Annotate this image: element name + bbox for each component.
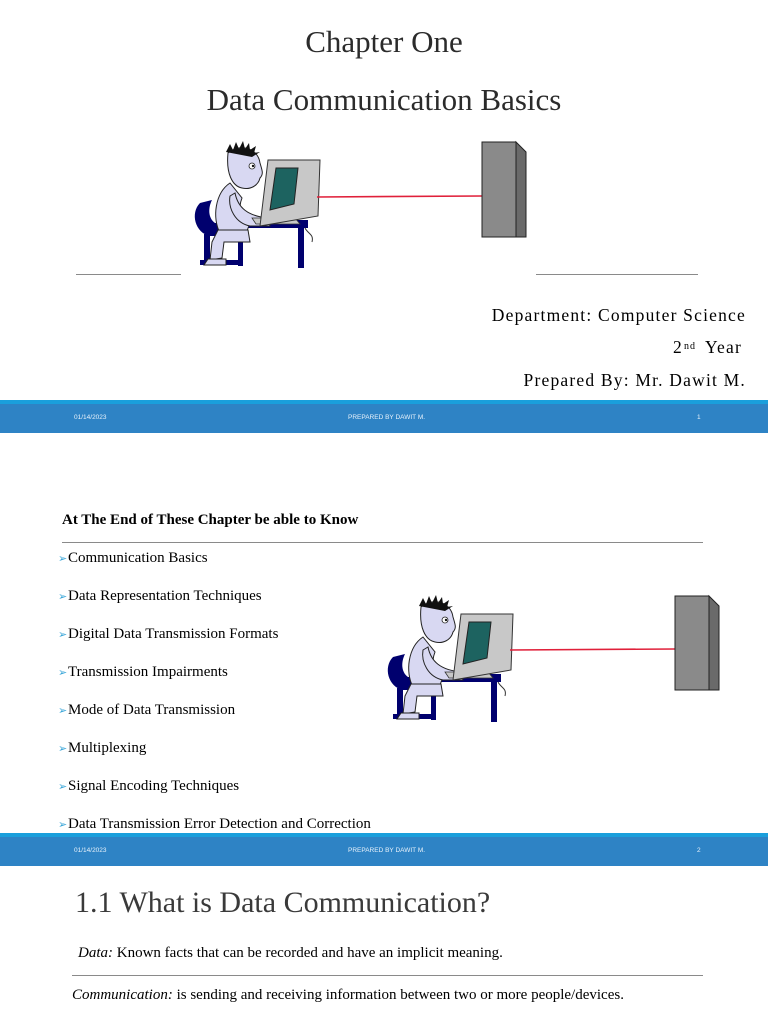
computer-user-illustration <box>194 140 527 268</box>
arrow-bullet-icon: ➢ <box>58 667 68 679</box>
communication-definition: Communication: is sending and receiving … <box>72 987 624 1003</box>
server-icon <box>674 595 710 691</box>
chapter-title: Chapter One <box>305 24 463 59</box>
server-icon <box>481 141 517 238</box>
arrow-bullet-icon: ➢ <box>58 743 68 755</box>
divider <box>536 274 698 275</box>
chapter-subtitle: Data Communication Basics <box>206 82 562 117</box>
arrow-bullet-icon: ➢ <box>58 629 68 641</box>
year-label: 2nd Year <box>673 337 742 357</box>
list-item: ➢Digital Data Transmission Formats <box>58 624 371 662</box>
divider <box>76 274 181 275</box>
list-item: ➢Transmission Impairments <box>58 662 371 700</box>
slide-footer: 01/14/2023 PREPARED BY DAWIT M. 2 <box>0 833 768 866</box>
section-title: 1.1 What is Data Communication? <box>75 886 491 919</box>
prepared-by-label: Prepared By: Mr. Dawit M. <box>523 370 746 390</box>
arrow-bullet-icon: ➢ <box>58 591 68 603</box>
divider <box>62 542 703 543</box>
slide-footer: 01/14/2023 PREPARED BY DAWIT M. 1 <box>0 400 768 433</box>
list-item: ➢Data Transmission Error Detection and C… <box>58 814 371 852</box>
computer-user-illustration <box>387 594 720 722</box>
arrow-bullet-icon: ➢ <box>58 705 68 717</box>
connection-line <box>509 648 676 651</box>
footer-date: 01/14/2023 <box>74 847 107 854</box>
objectives-list: ➢Communication Basics ➢Data Representati… <box>58 548 371 852</box>
list-item: ➢Signal Encoding Techniques <box>58 776 371 814</box>
list-item: ➢Data Representation Techniques <box>58 586 371 624</box>
list-item: ➢Multiplexing <box>58 738 371 776</box>
arrow-bullet-icon: ➢ <box>58 819 68 831</box>
footer-author: PREPARED BY DAWIT M. <box>348 847 426 854</box>
department-label: Department: Computer Science <box>491 305 746 325</box>
list-item: ➢Communication Basics <box>58 548 371 586</box>
footer-author: PREPARED BY DAWIT M. <box>348 414 426 421</box>
data-definition: Data: Known facts that can be recorded a… <box>78 945 503 961</box>
footer-date: 01/14/2023 <box>74 414 107 421</box>
footer-page-number: 1 <box>697 414 701 421</box>
arrow-bullet-icon: ➢ <box>58 553 68 565</box>
objectives-heading: At The End of These Chapter be able to K… <box>62 512 359 528</box>
divider <box>72 975 703 976</box>
connection-line <box>316 195 483 198</box>
footer-page-number: 2 <box>697 847 701 854</box>
arrow-bullet-icon: ➢ <box>58 781 68 793</box>
list-item: ➢Mode of Data Transmission <box>58 700 371 738</box>
